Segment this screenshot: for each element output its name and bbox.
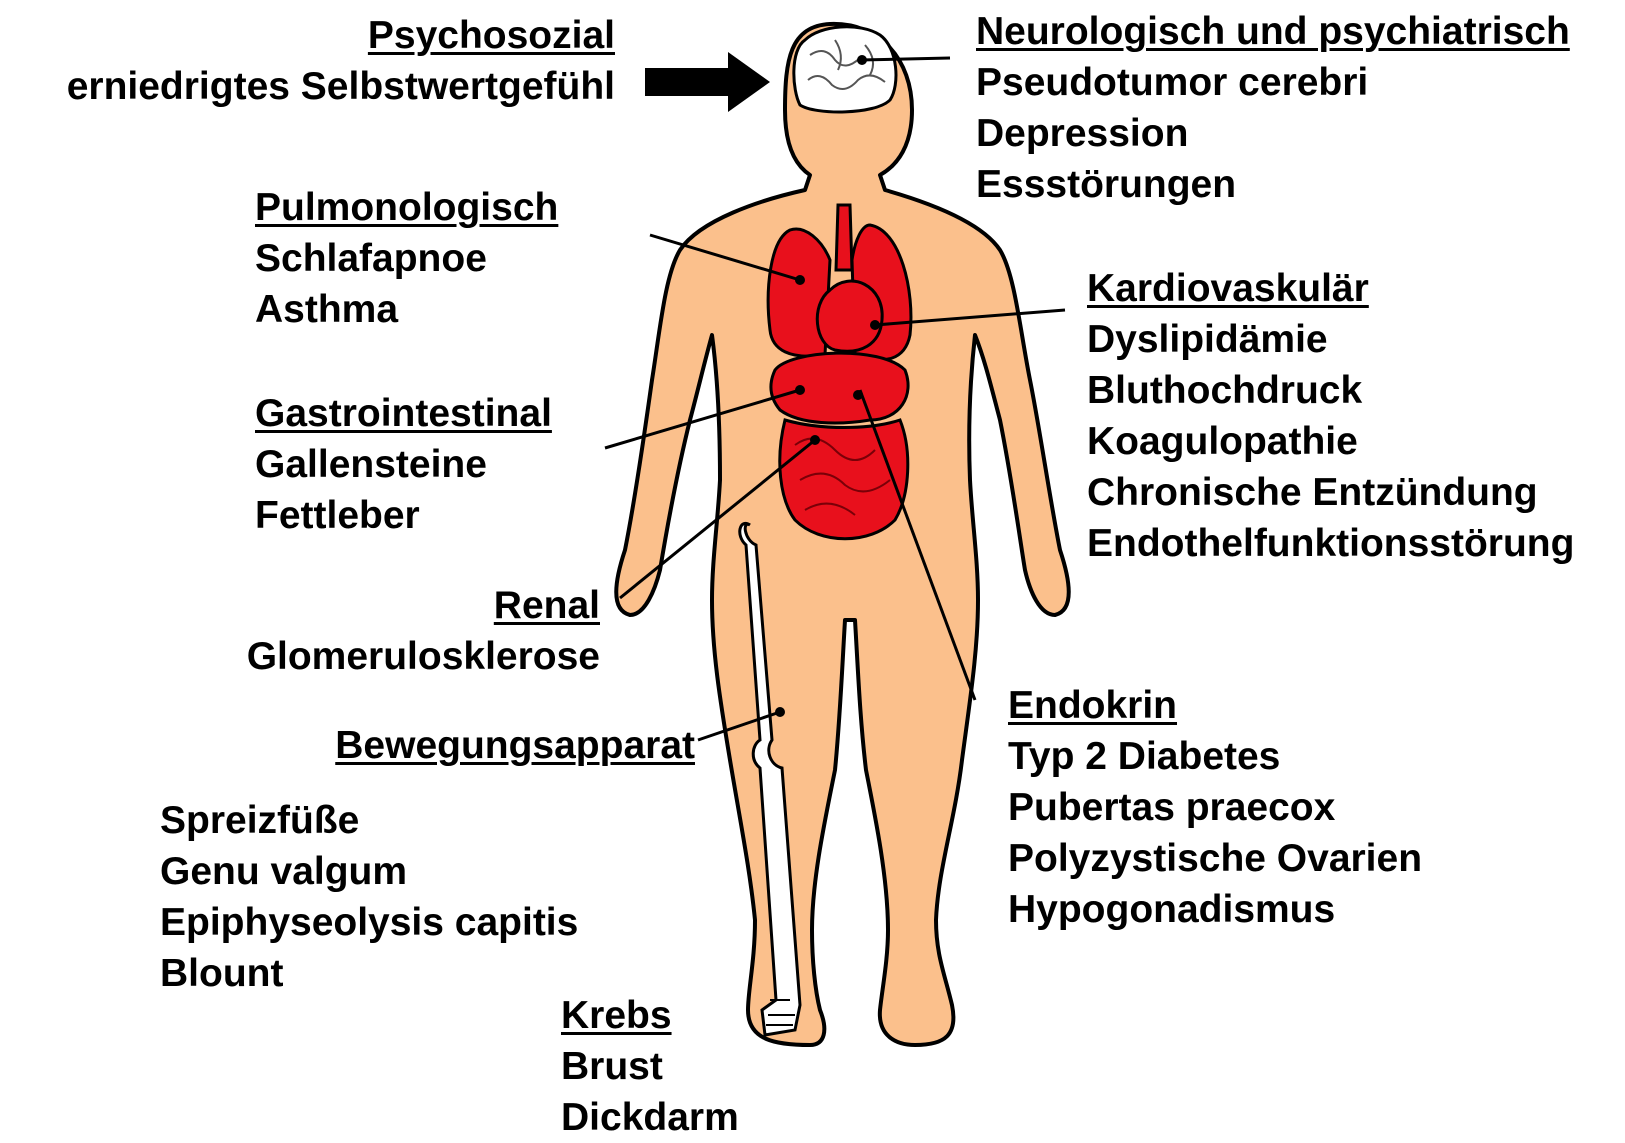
- item-kardiovaskulaer-1: Dyslipidämie: [1087, 314, 1574, 365]
- trachea: [836, 205, 852, 270]
- heading-renal: Renal: [247, 580, 600, 631]
- item-endokrin-3: Polyzystische Ovarien: [1008, 833, 1422, 884]
- item-endokrin-4: Hypogonadismus: [1008, 884, 1422, 935]
- dot-lung: [795, 275, 805, 285]
- item-bewegungsapparat-3: Epiphyseolysis capitis: [160, 897, 578, 948]
- intestines: [780, 420, 908, 539]
- arrow-right-icon: [645, 52, 770, 112]
- item-bewegungsapparat-4: Blount: [160, 948, 578, 999]
- group-endokrin: Endokrin Typ 2 Diabetes Pubertas praecox…: [1008, 680, 1422, 935]
- heading-krebs: Krebs: [561, 990, 739, 1041]
- group-pulmonologisch: Pulmonologisch Schlafapnoe Asthma: [255, 182, 558, 335]
- item-krebs-1: Brust: [561, 1041, 739, 1092]
- item-pulmonologisch-2: Asthma: [255, 284, 558, 335]
- item-krebs-2: Dickdarm: [561, 1092, 739, 1143]
- item-bewegungsapparat-2: Genu valgum: [160, 846, 578, 897]
- item-kardiovaskulaer-5: Endothelfunktionsstörung: [1087, 518, 1574, 569]
- brain-icon: [794, 27, 896, 112]
- item-bewegungsapparat-1: Spreizfüße: [160, 795, 578, 846]
- dot-kidney: [810, 435, 820, 445]
- heart: [817, 281, 882, 351]
- item-psychosozial-1: erniedrigtes Selbstwertgefühl: [67, 61, 615, 112]
- dot-knee: [775, 707, 785, 717]
- group-psychosozial: Psychosozial erniedrigtes Selbstwertgefü…: [67, 10, 615, 112]
- group-kardiovaskulaer: Kardiovaskulär Dyslipidämie Bluthochdruc…: [1087, 263, 1574, 569]
- dot-brain: [857, 55, 867, 65]
- group-gastrointestinal: Gastrointestinal Gallensteine Fettleber: [255, 388, 552, 541]
- item-renal-1: Glomerulosklerose: [247, 631, 600, 682]
- heading-neurologisch: Neurologisch und psychiatrisch: [976, 6, 1570, 57]
- leader-line-neurologisch: [860, 58, 950, 60]
- dot-stomach: [853, 390, 863, 400]
- heading-endokrin: Endokrin: [1008, 680, 1422, 731]
- item-endokrin-1: Typ 2 Diabetes: [1008, 731, 1422, 782]
- item-gastrointestinal-2: Fettleber: [255, 490, 552, 541]
- heading-pulmonologisch: Pulmonologisch: [255, 182, 558, 233]
- liver-stomach: [771, 353, 908, 423]
- heading-psychosozial: Psychosozial: [67, 10, 615, 61]
- item-kardiovaskulaer-2: Bluthochdruck: [1087, 365, 1574, 416]
- dot-heart: [870, 320, 880, 330]
- item-kardiovaskulaer-4: Chronische Entzündung: [1087, 467, 1574, 518]
- group-bewegungsapparat-heading: Bewegungsapparat: [335, 720, 695, 771]
- organs: [768, 205, 911, 539]
- group-renal: Renal Glomerulosklerose: [247, 580, 600, 682]
- heading-gastrointestinal: Gastrointestinal: [255, 388, 552, 439]
- item-gastrointestinal-1: Gallensteine: [255, 439, 552, 490]
- item-kardiovaskulaer-3: Koagulopathie: [1087, 416, 1574, 467]
- item-neurologisch-1: Pseudotumor cerebri: [976, 57, 1570, 108]
- item-pulmonologisch-1: Schlafapnoe: [255, 233, 558, 284]
- heading-kardiovaskulaer: Kardiovaskulär: [1087, 263, 1574, 314]
- item-neurologisch-3: Essstörungen: [976, 159, 1570, 210]
- heading-bewegungsapparat: Bewegungsapparat: [335, 720, 695, 771]
- group-neurologisch: Neurologisch und psychiatrisch Pseudotum…: [976, 6, 1570, 210]
- item-endokrin-2: Pubertas praecox: [1008, 782, 1422, 833]
- group-bewegungsapparat-items: Spreizfüße Genu valgum Epiphyseolysis ca…: [160, 795, 578, 999]
- group-krebs: Krebs Brust Dickdarm: [561, 990, 739, 1143]
- item-neurologisch-2: Depression: [976, 108, 1570, 159]
- dot-liver: [795, 385, 805, 395]
